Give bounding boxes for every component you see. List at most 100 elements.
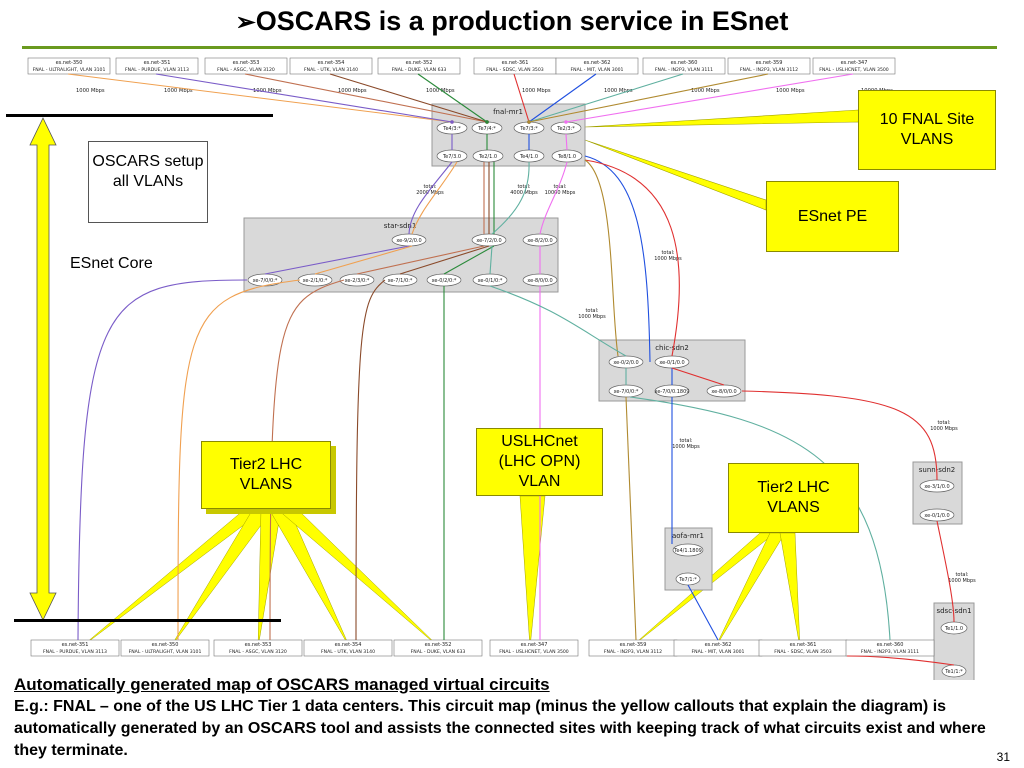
top-circuit-bw-7: 1000 Mbps — [691, 88, 720, 94]
top-circuit-bw-1: 1000 Mbps — [164, 88, 193, 94]
top-link-head-4 — [485, 120, 489, 124]
link-star-chic — [489, 285, 627, 357]
top-link-7 — [528, 73, 684, 123]
top-circuit-id-4: es.net-352 — [406, 60, 433, 66]
top-link-1 — [155, 73, 453, 123]
top-circuit-desc-5: FNAL - SDSC, VLAN 3503 — [486, 67, 543, 73]
link-star-bottom-3 — [355, 279, 386, 641]
star-int-2 — [356, 245, 485, 275]
bottom-circuit-desc-2: FNAL - ASGC, VLAN 3120 — [229, 649, 287, 655]
callout-tier2-left: Tier2 LHC VLANS — [201, 441, 331, 509]
top-circuit-desc-7: FNAL - IN2P3, VLAN 3111 — [655, 67, 713, 73]
port-fnal-5 — [472, 149, 504, 163]
top-circuit-desc-9: FNAL - USLHCNET, VLAN 3500 — [819, 67, 889, 73]
top-circuit-box-7 — [642, 57, 726, 75]
port-star-3-label: xe-7/0/0:* — [253, 278, 278, 284]
link-sdsc-bottom — [846, 655, 955, 666]
link-total-value-4: 1000 Mbps — [578, 314, 606, 320]
router-aofa-name: aofa-mr1 — [672, 532, 704, 540]
top-circuit-id-2: es.net-353 — [233, 60, 260, 66]
port-chic-1-label: xe-0/1/0.0 — [659, 360, 684, 366]
top-circuit-id-3: es.net-354 — [318, 60, 345, 66]
top-circuit-id-7: es.net-360 — [671, 60, 698, 66]
bottom-circuit-box-4 — [393, 639, 483, 657]
link-chic-bottom-1 — [629, 396, 891, 641]
pointer-fnal-vlans — [584, 109, 891, 129]
top-link-3 — [329, 73, 488, 123]
link-total-value-7: 1000 Mbps — [948, 578, 976, 584]
link-total-label-6: total: — [937, 420, 950, 426]
link-total-value-0: 2000 Mbps — [416, 190, 444, 196]
top-circuit-bw-4: 1000 Mbps — [426, 88, 455, 94]
link-total-label-0: total: — [423, 184, 436, 190]
top-circuit-box-9 — [812, 57, 896, 75]
pointer-esnet-pe — [584, 139, 767, 211]
bottom-circuit-box-1 — [120, 639, 210, 657]
oscars-setup-text: OSCARS setup all VLANs — [92, 153, 204, 190]
link-total-label-1: total: — [517, 184, 530, 190]
pointer-tier2-right-2 — [779, 532, 801, 649]
callout-esnet-pe: ESnet PE — [766, 181, 899, 252]
link-chic-bottom-0 — [625, 396, 637, 641]
port-sunn-1-label: xe-0/1/0.0 — [924, 513, 949, 519]
callout-tier2-right-text: Tier2 LHC VLANS — [757, 479, 830, 516]
port-star-5-label: xe-2/3/0:* — [345, 278, 370, 284]
port-star-0-label: xe-9/2/0.0 — [396, 238, 421, 244]
callout-fnal-site-vlans: 10 FNAL Site VLANS — [858, 90, 996, 170]
link-fnal-star-g — [539, 161, 568, 235]
port-chic-4-label: xe-8/0/0.0 — [711, 389, 736, 395]
bottom-circuit-id-1: es.net-350 — [152, 642, 179, 648]
top-circuit-id-9: es.net-347 — [841, 60, 868, 66]
link-star-bottom-0 — [77, 279, 248, 641]
port-fnal-5-label: Te2/1.0 — [478, 154, 497, 160]
top-link-9 — [565, 73, 854, 123]
link-fnal-chic-b — [584, 159, 680, 357]
bottom-circuit-desc-3: FNAL - UTK, VLAN 3140 — [321, 649, 375, 655]
router-sdsc-name: sdsc-sdn1 — [936, 607, 971, 615]
top-circuit-box-4 — [377, 57, 461, 75]
link-star-bottom-1 — [177, 279, 301, 641]
bottom-circuit-id-4: es.net-352 — [425, 642, 452, 648]
router-fnal-name: fnal-mr1 — [493, 108, 523, 116]
core-top-bar — [6, 114, 273, 117]
port-chic-2-label: xe-7/0/0:* — [614, 389, 639, 395]
top-link-0 — [67, 73, 453, 123]
bottom-circuit-desc-6: FNAL - IN2P3, VLAN 3112 — [604, 649, 662, 655]
bottom-circuit-id-0: es.net-351 — [62, 642, 89, 648]
port-sdsc-1-label: Te1/1:* — [944, 669, 963, 675]
top-circuit-box-6 — [555, 57, 639, 75]
top-circuit-box-8 — [727, 57, 811, 75]
top-circuit-desc-4: FNAL - DUKE, VLAN 633 — [392, 67, 447, 73]
esnet-core-label: ESnet Core — [70, 255, 153, 272]
link-fnal-chic-a — [584, 155, 651, 363]
link-sunn-sdsc — [936, 520, 955, 623]
port-star-8-label: xe-0/1/0:* — [478, 278, 503, 284]
top-circuit-desc-3: FNAL - UTK, VLAN 3140 — [304, 67, 358, 73]
bottom-circuit-id-6: es.net-359 — [620, 642, 647, 648]
top-circuit-desc-6: FNAL - MIT, VLAN 3001 — [571, 67, 624, 73]
title-rule — [22, 46, 997, 49]
link-total-value-2: 10000 Mbps — [545, 190, 576, 196]
bottom-circuit-box-3 — [303, 639, 393, 657]
port-fnal-1-label: Te7/4:* — [477, 126, 496, 132]
top-circuit-desc-0: FNAL - ULTRALIGHT, VLAN 3101 — [33, 67, 106, 73]
port-star-2-label: xe-8/2/0.0 — [527, 238, 552, 244]
bottom-circuit-box-2 — [213, 639, 303, 657]
top-circuit-id-0: es.net-350 — [56, 60, 83, 66]
port-chic-3-label: xe-7/0/0.1809 — [655, 389, 690, 395]
link-chic-sunn — [741, 390, 938, 481]
port-star-1-label: xe-7/2/0.0 — [476, 238, 501, 244]
callout-tier2-right: Tier2 LHC VLANS — [728, 463, 859, 533]
callout-tier2-left-text: Tier2 LHC VLANS — [229, 456, 303, 493]
port-star-6-label: xe-7/1/0:* — [388, 278, 413, 284]
top-link-head-8 — [527, 120, 531, 124]
router-chic-name: chic-sdn2 — [655, 344, 689, 352]
bottom-circuit-id-8: es.net-361 — [790, 642, 817, 648]
star-int-0 — [264, 245, 410, 275]
top-circuit-bw-8: 1000 Mbps — [776, 88, 805, 94]
bottom-circuit-id-9: es.net-360 — [877, 642, 904, 648]
port-fnal-2-label: Te7/3:* — [519, 126, 538, 132]
top-circuit-bw-6: 1000 Mbps — [604, 88, 633, 94]
bottom-circuit-desc-8: FNAL - SDSC, VLAN 3503 — [774, 649, 831, 655]
star-int-4 — [443, 245, 495, 275]
